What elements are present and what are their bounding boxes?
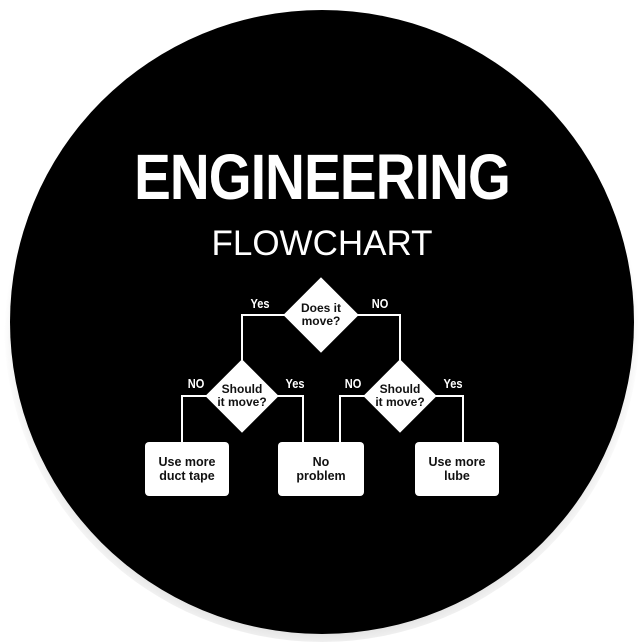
result-lube-box [415, 442, 499, 496]
edge-label-right-yes: Yes [443, 376, 463, 391]
edge-left-no-line [181, 395, 207, 442]
right-decision-diamond [363, 359, 437, 433]
left-decision-diamond [205, 359, 279, 433]
connector-lines [181, 314, 464, 442]
subtitle: FLOWCHART [211, 224, 433, 263]
root-diamond [283, 277, 359, 353]
edge-left-yes-line [277, 395, 304, 442]
edge-label-left-no: NO [187, 376, 205, 391]
edge-right-yes-line [435, 395, 464, 442]
result-no-problem-box [278, 442, 364, 496]
edge-root-yes-line [241, 314, 287, 360]
edge-root-no-line [355, 314, 401, 360]
edge-label-left-yes: Yes [285, 376, 305, 391]
edge-label-right-no: NO [344, 376, 362, 391]
edge-label-root-no: NO [371, 296, 389, 311]
title: ENGINEERING [134, 141, 511, 213]
edge-label-root-yes: Yes [250, 296, 270, 311]
edge-right-no-line [339, 395, 365, 442]
result-duct-tape-box [145, 442, 229, 496]
